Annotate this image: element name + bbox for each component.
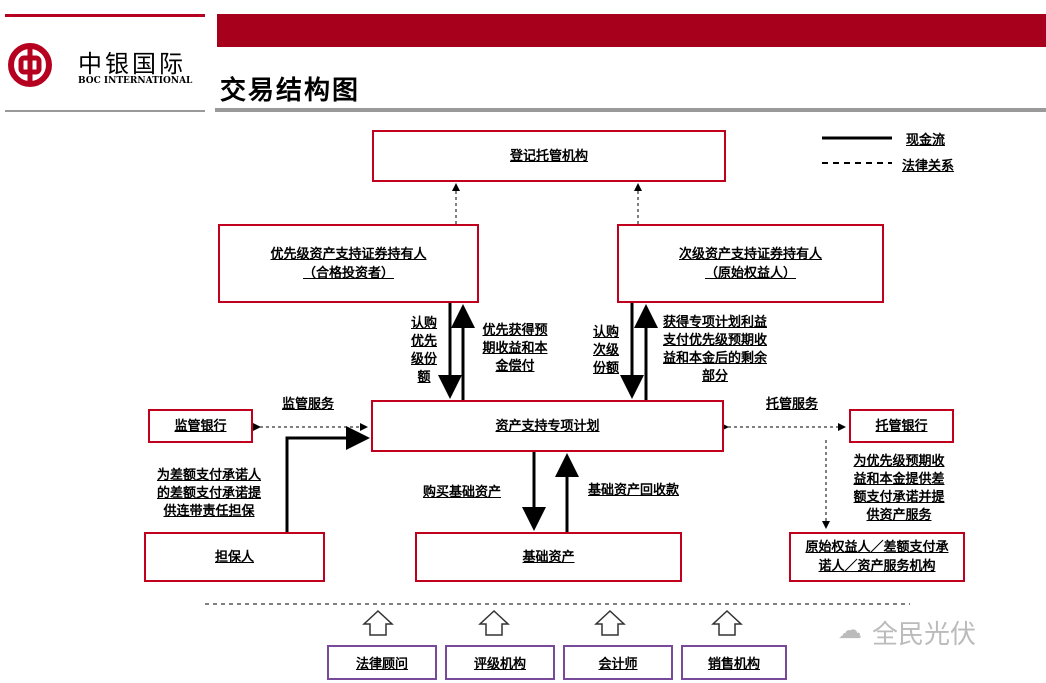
supervision-service-label: 监管服务: [281, 397, 334, 412]
advisor-rating: 评级机构: [445, 645, 555, 680]
logo-cn: 中银国际: [78, 50, 186, 78]
subscribe-sub-label: 认购 次级 份额: [592, 325, 619, 376]
underlying-assets-box: 基础资产: [415, 532, 682, 582]
registry-label: 登记托管机构: [509, 148, 588, 164]
advisor-sales: 销售机构: [681, 645, 787, 680]
supervision-bank-label: 监管银行: [174, 418, 227, 434]
guarantor-box: 担保人: [144, 532, 325, 582]
legend-legal-relation: 法律关系: [902, 159, 955, 174]
legend-cash-flow: 现金流: [906, 133, 946, 148]
guarantor-label: 担保人: [214, 549, 254, 565]
watermark: 全民光伏: [872, 620, 977, 650]
advisor-accountant: 会计师: [563, 645, 673, 680]
wechat-icon: ☁: [838, 616, 862, 644]
page-title: 交易结构图: [220, 76, 361, 106]
senior-holder-label: 优先级资产支持证券持有人 （合格投资者）: [270, 246, 427, 281]
advisor-label: 销售机构: [707, 657, 760, 672]
originator-service-label: 为优先级预期收 益和本金提供差 额支付承诺并提 供资产服务: [853, 454, 945, 523]
hollow-up-arrow-icon: [594, 609, 626, 636]
advisor-label: 法律顾问: [355, 657, 408, 672]
supervision-bank-box: 监管银行: [148, 409, 253, 443]
originator-box: 原始权益人／差额支付承 诺人／资产服务机构: [789, 532, 965, 582]
hollow-up-arrow-icon: [362, 609, 394, 636]
buy-assets-label: 购买基础资产: [422, 485, 501, 500]
title-underline: [215, 108, 1046, 112]
header-top-line: [5, 14, 205, 17]
sub-payment-label: 获得专项计划利益 支付优先级预期收 益和本金后的剩余 部分: [662, 315, 767, 384]
asset-collection-label: 基础资产回收款: [587, 483, 679, 498]
originator-label: 原始权益人／差额支付承 诺人／资产服务机构: [805, 540, 949, 574]
plan-box: 资产支持专项计划: [371, 400, 724, 452]
custody-bank-label: 托管银行: [875, 418, 928, 434]
guarantee-label: 为差额支付承诺人 的差额支付承诺提 供连带责任担保: [156, 468, 261, 519]
hollow-up-arrow-icon: [711, 609, 743, 636]
advisor-label: 评级机构: [473, 657, 526, 672]
advisor-label: 会计师: [598, 657, 638, 672]
advisor-legal: 法律顾问: [327, 645, 437, 680]
custody-bank-box: 托管银行: [849, 409, 954, 443]
logo-en: BOC INTERNATIONAL: [78, 76, 193, 86]
boc-logo-icon: [8, 43, 52, 87]
underlying-assets-label: 基础资产: [522, 549, 575, 565]
subscribe-senior-label: 认购 优先 级份 额: [410, 316, 437, 385]
plan-label: 资产支持专项计划: [495, 418, 600, 434]
sub-holder-label: 次级资产支持证券持有人 （原始权益人）: [678, 246, 822, 281]
header-banner: [217, 14, 1046, 47]
senior-holder-box: 优先级资产支持证券持有人 （合格投资者）: [218, 224, 479, 303]
senior-payment-label: 优先获得预 期收益和本 金偿付: [482, 323, 548, 374]
header-bottom-line: [5, 110, 205, 112]
hollow-up-arrow-icon: [478, 609, 510, 636]
sub-holder-box: 次级资产支持证券持有人 （原始权益人）: [617, 224, 884, 303]
registry-box: 登记托管机构: [372, 130, 726, 182]
custody-service-label: 托管服务: [765, 397, 818, 412]
